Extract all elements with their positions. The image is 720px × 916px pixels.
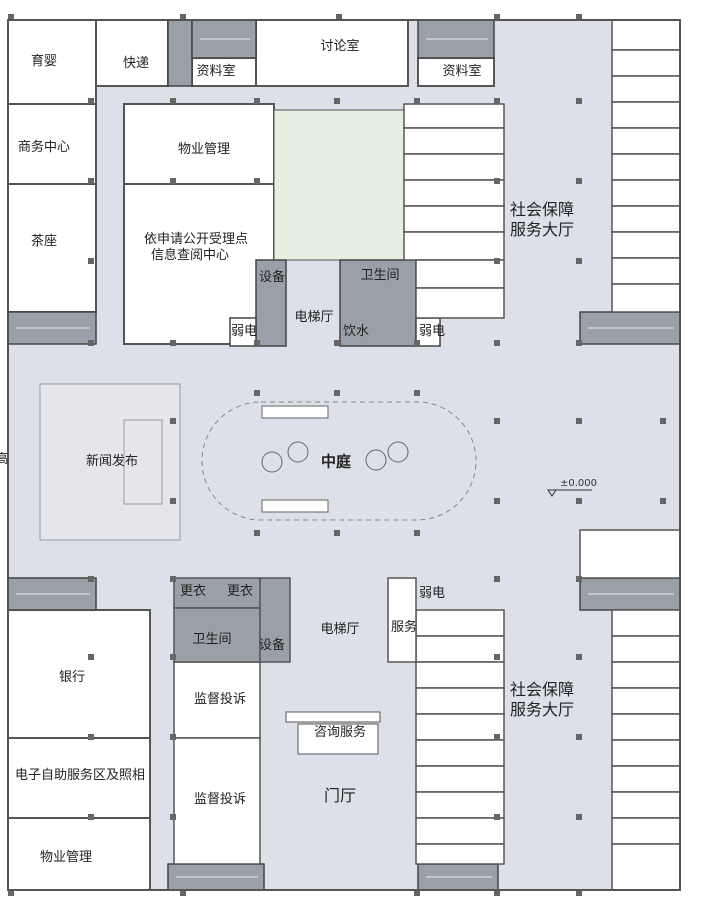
room-archive-right: 资料室	[442, 63, 482, 79]
room-discussion: 讨论室	[320, 38, 360, 54]
room-self-service: 电子自助服务区及照相	[14, 767, 146, 783]
courtyard	[273, 109, 405, 261]
atrium-oval	[201, 401, 477, 521]
room-toilet-bottom: 卫生间	[192, 631, 232, 647]
room-consult: 咨询服务	[313, 724, 367, 740]
level-triangle	[547, 489, 557, 497]
level-mark: ±0.000	[560, 477, 598, 489]
escalators	[261, 405, 329, 513]
desks-bottom-right	[387, 577, 505, 865]
social-hall-corridor	[505, 20, 580, 890]
room-bank: 银行	[58, 669, 86, 685]
social-hall-top-1: 社会保障	[509, 200, 575, 219]
press-stage	[123, 419, 163, 505]
room-equipment-bottom: 设备	[258, 637, 286, 653]
room-changing-left: 更衣	[179, 583, 207, 599]
room-weak-elec-bottom: 弱电	[418, 585, 446, 601]
room-weak-elec-right: 弱电	[418, 323, 446, 339]
room-elevator-hall-bottom: 电梯厅	[320, 621, 360, 637]
room-elevator-hall-top: 电梯厅	[294, 309, 334, 325]
stair-treads	[16, 38, 674, 878]
desks-top-right	[403, 103, 505, 319]
atrium-trees	[261, 441, 409, 473]
top-rooms	[123, 19, 495, 345]
consult-counter	[297, 723, 379, 755]
room-info-center-2: 信息查阅中心	[150, 247, 230, 263]
columns	[8, 14, 666, 896]
room-service: 服务	[390, 619, 418, 635]
room-tea: 茶座	[30, 233, 58, 249]
room-atrium: 中庭	[320, 452, 352, 471]
room-info-center-1: 依申请公开受理点	[143, 231, 249, 247]
room-express: 快递	[122, 55, 150, 71]
room-archive-left: 资料室	[196, 63, 236, 79]
room-press: 新闻发布	[85, 453, 139, 469]
room-nursery: 育婴	[30, 53, 58, 69]
room-supervision-2: 监督投诉	[193, 791, 247, 807]
outer-wall	[7, 19, 681, 891]
social-hall-top-2: 服务大厅	[509, 220, 575, 239]
room-property-bottom: 物业管理	[39, 849, 93, 865]
room-water: 饮水	[342, 323, 370, 339]
room-toilet-top: 卫生间	[360, 267, 400, 283]
social-hall-bottom-2: 服务大厅	[509, 700, 575, 719]
consult-desk	[285, 711, 381, 723]
room-lobby: 门厅	[323, 786, 357, 805]
room-business-center: 商务中心	[17, 139, 71, 155]
social-hall-bottom-1: 社会保障	[509, 680, 575, 699]
room-supervision-1: 监督投诉	[193, 691, 247, 707]
room-weak-elec-left: 弱电	[230, 323, 258, 339]
left-rooms	[7, 19, 169, 891]
bottom-rooms	[173, 577, 291, 865]
edge-label-partial: 高	[0, 451, 9, 467]
room-property-top: 物业管理	[177, 141, 231, 157]
room-changing-right: 更衣	[226, 583, 254, 599]
room-equipment-top: 设备	[258, 269, 286, 285]
